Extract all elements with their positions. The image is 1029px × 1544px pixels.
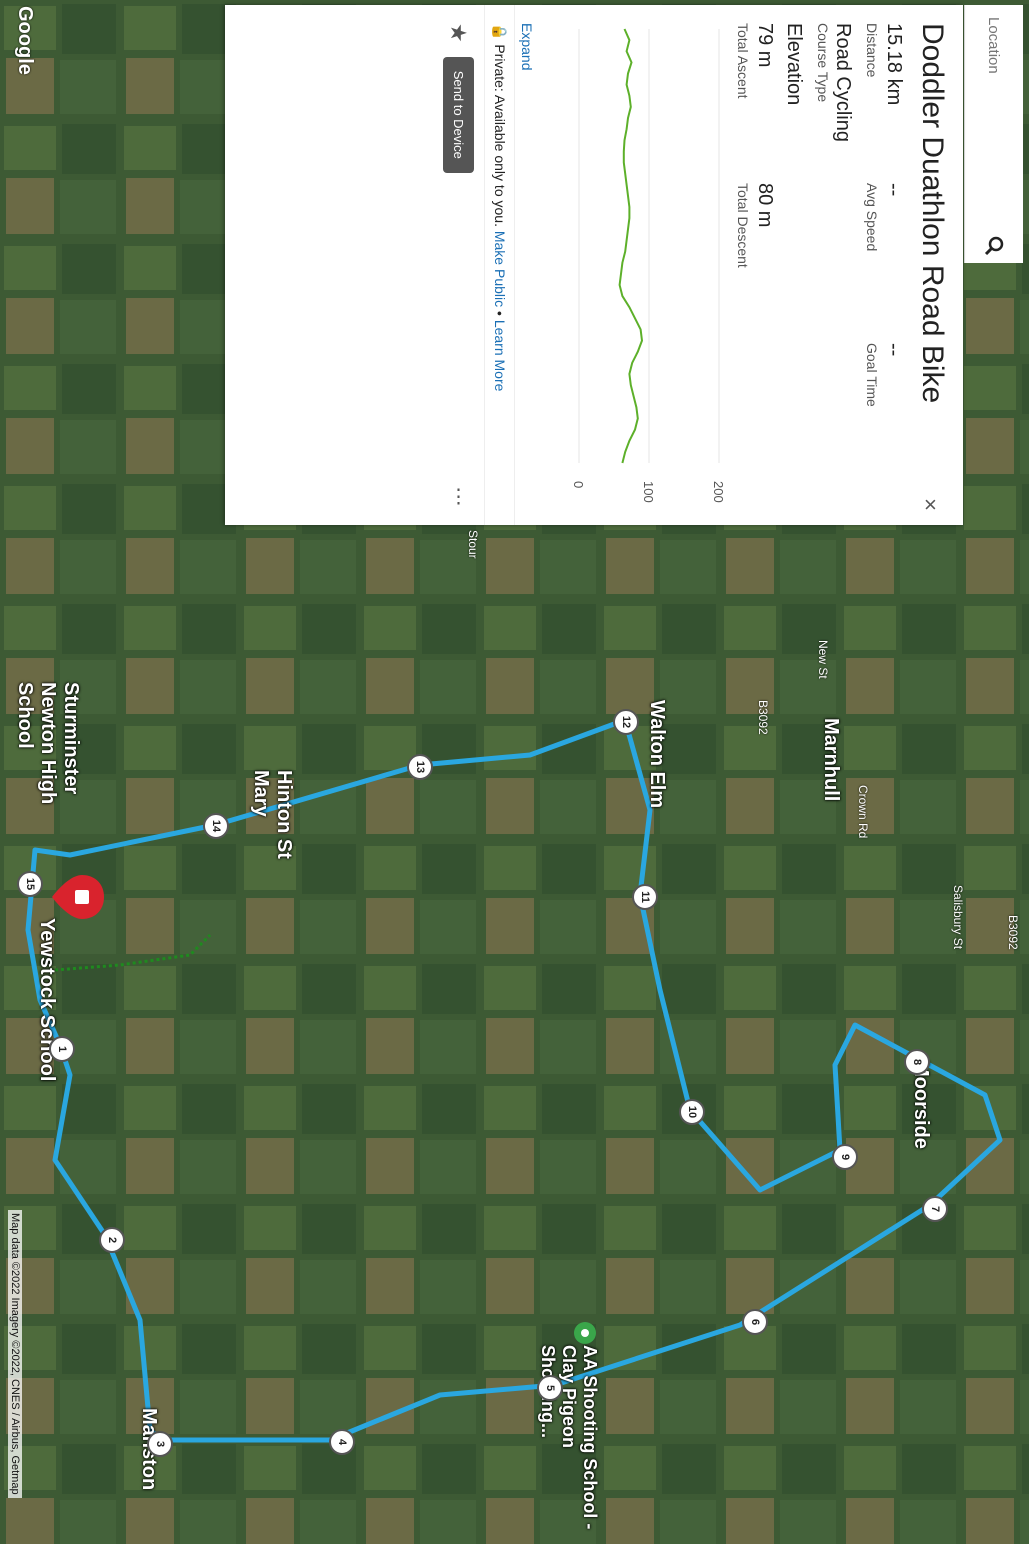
elevation-chart[interactable]: 0 100 200 (539, 23, 729, 507)
trail-line (54, 933, 212, 972)
search-icon[interactable] (974, 228, 1014, 263)
place-label: Walton Elm (646, 700, 668, 809)
location-pin[interactable] (574, 1322, 596, 1344)
waypoint-marker[interactable]: 7 (922, 1196, 948, 1222)
separator: • (492, 311, 508, 316)
ascent-stat: 79 m Total Ascent (735, 23, 776, 183)
waypoint-marker[interactable]: 12 (613, 709, 639, 735)
y-tick-label: 0 (571, 481, 586, 488)
distance-label: Distance (864, 23, 880, 78)
waypoint-marker[interactable]: 4 (329, 1429, 355, 1455)
ascent-label: Total Ascent (735, 23, 751, 99)
panel-footer: ★ Send to Device ⋮ (433, 5, 485, 525)
descent-stat: 80 m Total Descent (735, 183, 776, 343)
make-public-link[interactable]: Make Public (492, 230, 508, 308)
elevation-line (618, 28, 644, 464)
course-title: Doddler Duathlon Road Bike (916, 23, 949, 404)
goal-time-stat: -- Goal Time (864, 343, 905, 503)
route-line (25, 717, 1003, 1443)
waypoint-marker[interactable]: 3 (147, 1431, 173, 1457)
waypoint-marker[interactable]: 9 (832, 1144, 858, 1170)
distance-stat: 15.18 km Distance (864, 23, 905, 183)
place-label: Sturminster Newton High School (14, 682, 82, 805)
goal-time-label: Goal Time (864, 343, 880, 407)
course-panel-rotated: × Doddler Duathlon Road Bike 15.18 km Di… (225, 5, 1023, 525)
waypoint-marker[interactable]: 1 (49, 1036, 75, 1062)
waypoint-marker[interactable]: 5 (537, 1375, 563, 1401)
road-label: New St (816, 640, 830, 679)
place-label: Marnhull (820, 718, 842, 802)
waypoint-marker[interactable]: 10 (679, 1099, 705, 1125)
lock-icon: 🔒 (492, 23, 508, 41)
place-label: Hinton St Mary (250, 770, 295, 859)
location-search-bar[interactable] (964, 5, 1023, 263)
start-marker[interactable] (52, 875, 104, 919)
waypoint-marker[interactable]: 2 (99, 1227, 125, 1253)
course-type-label: Course Type (815, 23, 831, 103)
road-label: B3092 (756, 700, 770, 735)
elevation-heading: Elevation (783, 23, 805, 106)
waypoint-marker[interactable]: 13 (407, 754, 433, 780)
descent-value: 80 m (754, 183, 776, 228)
course-type: Road Cycling Course Type (815, 5, 864, 525)
road-label: Stour (466, 530, 480, 559)
y-tick-label: 200 (711, 481, 726, 503)
elevation-stats: 79 m Total Ascent 80 m Total Descent (735, 5, 782, 525)
map-credit: Map data ©2022 Imagery ©2022, CNES / Air… (8, 1210, 22, 1498)
avg-speed-label: Avg Speed (864, 183, 880, 252)
descent-label: Total Descent (735, 183, 751, 268)
waypoint-marker[interactable]: 6 (742, 1309, 768, 1335)
learn-more-link[interactable]: Learn More (492, 319, 508, 392)
road-label: B3092 (1006, 915, 1020, 950)
star-icon[interactable]: ★ (446, 23, 472, 43)
ascent-value: 79 m (754, 23, 776, 68)
goal-time-value: -- (883, 343, 905, 357)
send-to-device-button[interactable]: Send to Device (443, 56, 474, 173)
road-label: Crown Rd (856, 785, 870, 839)
course-panel: × Doddler Duathlon Road Bike 15.18 km Di… (225, 5, 963, 525)
y-tick-label: 100 (641, 481, 656, 503)
elevation-chart-svg: 0 100 200 (571, 28, 726, 503)
avg-speed-value: -- (883, 183, 905, 197)
road-label: Salisbury St (951, 885, 965, 950)
waypoint-marker[interactable]: 15 (17, 871, 43, 897)
waypoint-marker[interactable]: 8 (904, 1049, 930, 1075)
close-icon[interactable]: × (918, 498, 943, 511)
course-stats: 15.18 km Distance -- Avg Speed -- Goal T… (864, 5, 911, 525)
privacy-text: Private: Available only to you. (492, 44, 508, 227)
expand-link[interactable]: Expand (519, 23, 535, 71)
google-logo: Google (14, 6, 36, 75)
avg-speed-stat: -- Avg Speed (864, 183, 905, 343)
distance-value: 15.18 km (883, 23, 905, 106)
waypoint-marker[interactable]: 11 (632, 884, 658, 910)
privacy-notice: 🔒 Private: Available only to you. Make P… (485, 5, 515, 525)
waypoint-marker[interactable]: 14 (203, 813, 229, 839)
more-options-icon[interactable]: ⋮ (448, 485, 469, 508)
course-type-value: Road Cycling (832, 23, 854, 142)
location-input[interactable] (985, 5, 1003, 228)
